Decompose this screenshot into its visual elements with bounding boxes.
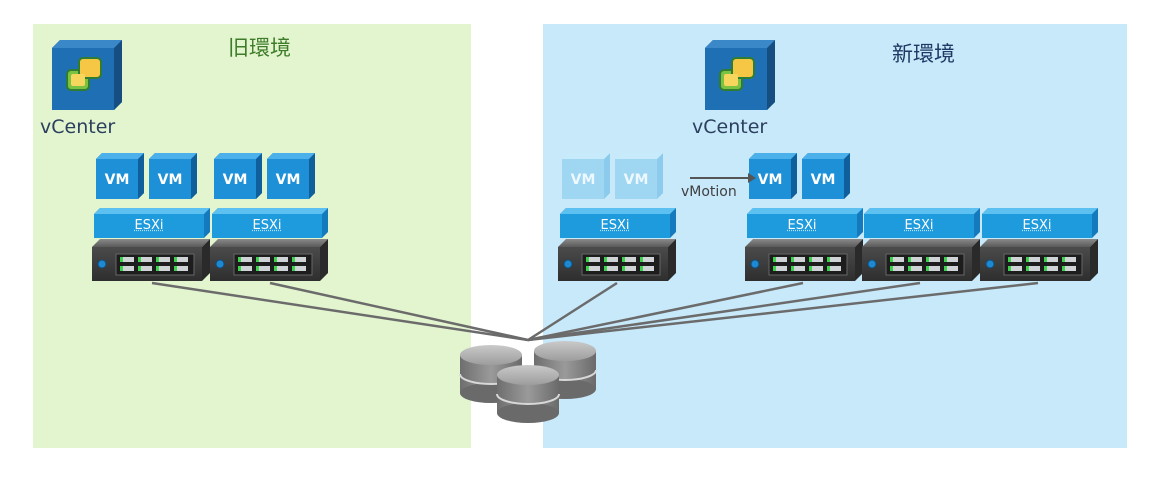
vm-icon (214, 153, 262, 199)
vcenter-icon (705, 40, 775, 110)
vm-icon (149, 153, 197, 199)
new-environment-title: 新環境 (892, 42, 955, 66)
connection-line (527, 281, 618, 342)
esxi-bar (747, 208, 863, 238)
vm-icon (749, 153, 797, 199)
esxi-bar (982, 208, 1098, 238)
old-environment-title: 旧環境 (228, 36, 291, 60)
server-icon (558, 239, 676, 281)
vmotion-label: vMotion (681, 184, 737, 200)
vcenter-icon (52, 40, 122, 110)
vmotion-arrow (690, 173, 756, 183)
esxi-bar (94, 208, 210, 238)
vm-label: VM (157, 172, 183, 188)
vm-label: VM (275, 172, 301, 188)
server-icon (210, 239, 328, 281)
vm-icon (267, 153, 315, 199)
vm-icon (615, 153, 663, 199)
vm-label: VM (810, 172, 836, 188)
connection-line (527, 281, 804, 342)
server-icon (862, 239, 980, 281)
vm-label: VM (104, 172, 130, 188)
esxi-label: ESXi (904, 218, 934, 233)
vm-icon (802, 153, 850, 199)
vm-label: VM (222, 172, 248, 188)
esxi-label: ESXi (252, 218, 282, 233)
old-vcenter-label: vCenter (40, 116, 116, 138)
connection-line (269, 281, 529, 342)
connection-line (527, 281, 921, 342)
server-icon (92, 239, 210, 281)
vm-label: VM (570, 172, 596, 188)
esxi-bar (212, 208, 328, 238)
esxi-label: ESXi (600, 218, 630, 233)
vm-icon (96, 153, 144, 199)
connection-line (151, 281, 529, 342)
storage-connections (151, 281, 1039, 342)
shared-storage-icon (459, 341, 597, 423)
server-icon (745, 239, 863, 281)
esxi-label: ESXi (134, 218, 164, 233)
esxi-bar (560, 208, 676, 238)
vm-label: VM (623, 172, 649, 188)
esxi-label: ESXi (787, 218, 817, 233)
vm-icon (562, 153, 610, 199)
server-icon (980, 239, 1098, 281)
connection-line (527, 281, 1039, 342)
vm-label: VM (757, 172, 783, 188)
esxi-bar (864, 208, 980, 238)
new-vcenter-label: vCenter (692, 116, 768, 138)
esxi-label: ESXi (1022, 218, 1052, 233)
